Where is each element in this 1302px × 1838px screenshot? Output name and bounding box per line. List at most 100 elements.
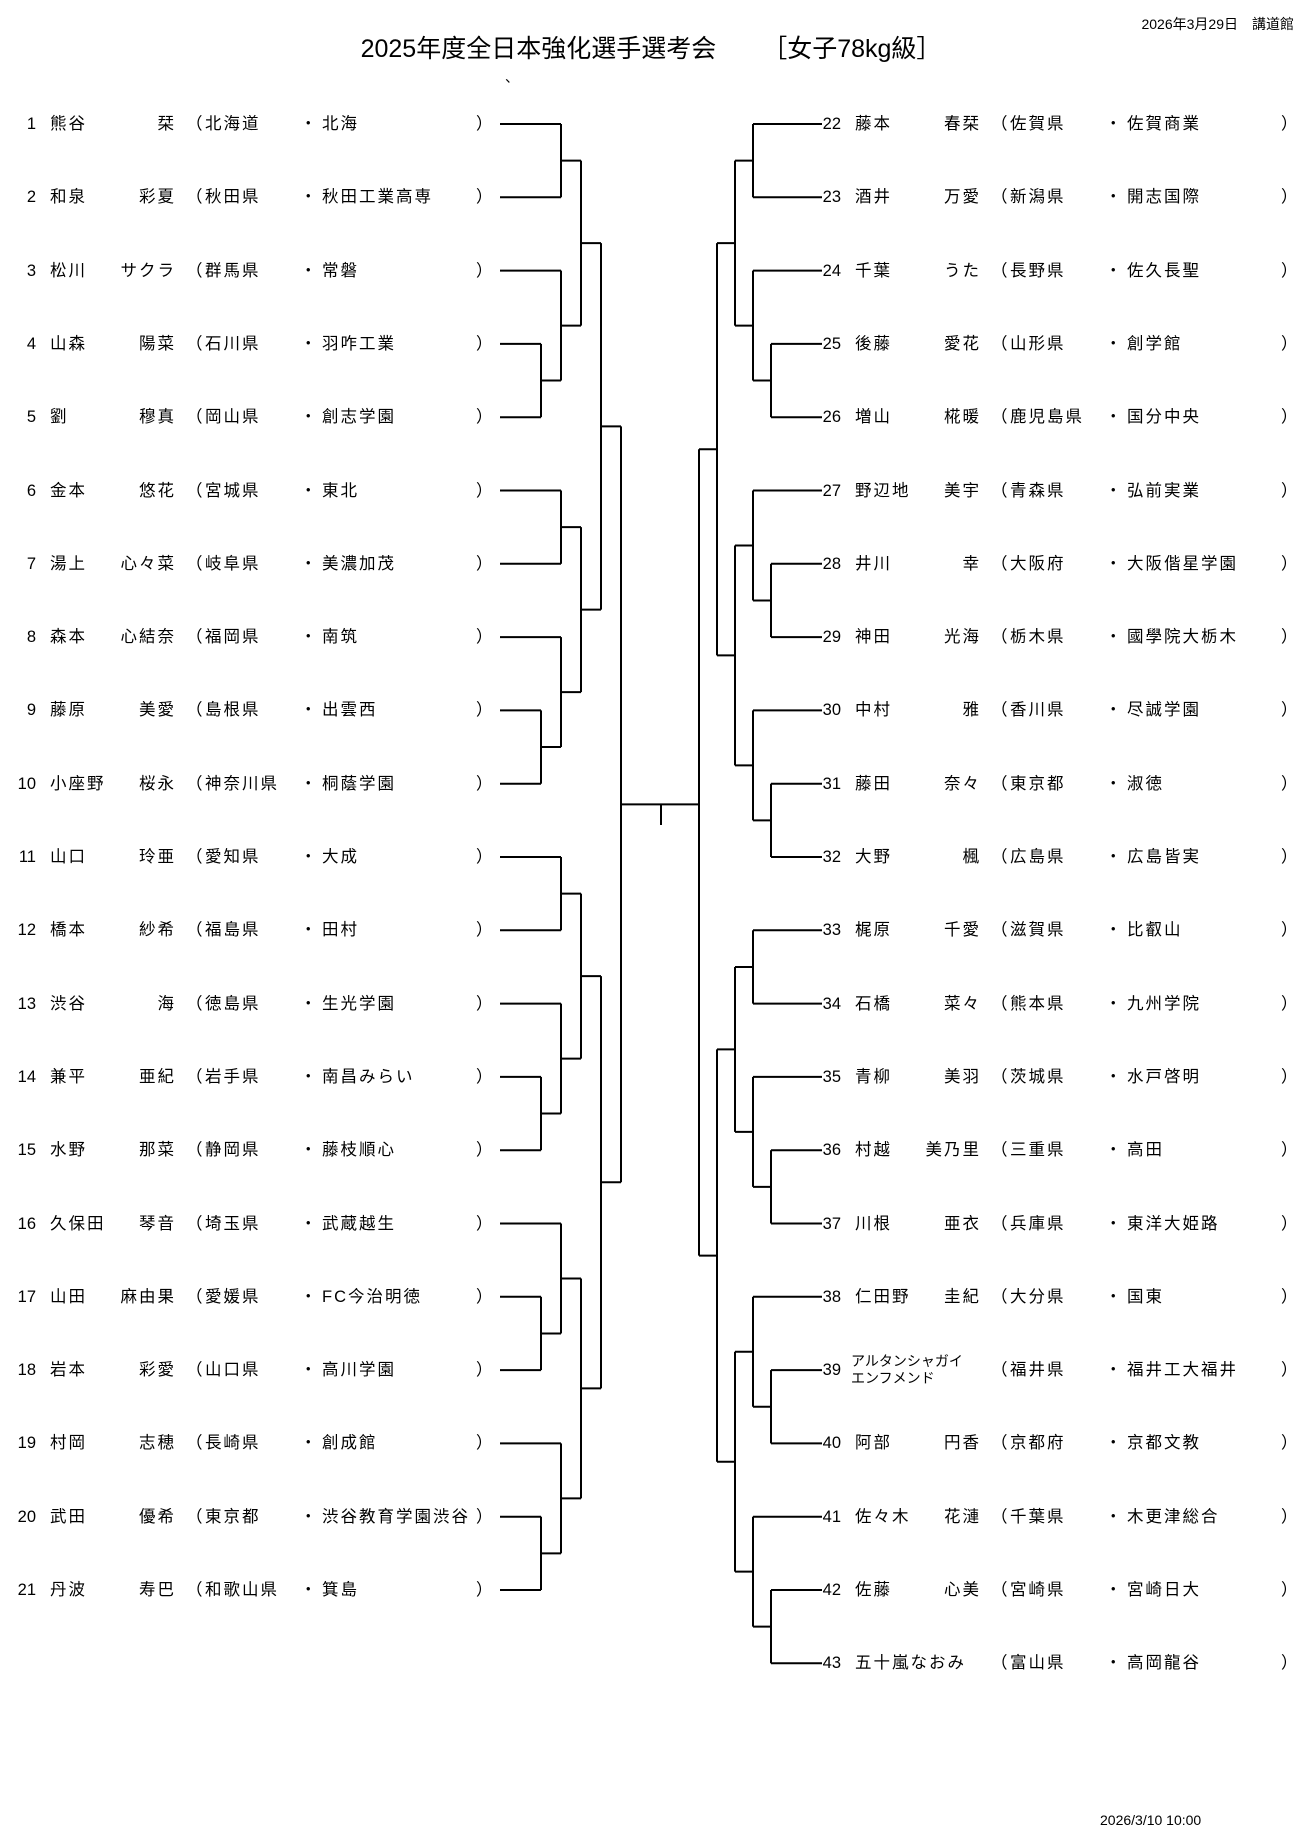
athlete-given-name: 悠花 (139, 481, 176, 500)
athlete-name-line: アルタンシャガイ (851, 1353, 963, 1370)
close-paren: ） (1281, 994, 1298, 1013)
athlete-given-name: 志穂 (139, 1434, 176, 1453)
open-paren: （ (991, 994, 1008, 1013)
separator-dot: ・ (300, 1067, 317, 1086)
separator-dot: ・ (300, 1581, 317, 1599)
athlete-surname: 仁田野 (855, 1287, 911, 1306)
athlete-given-name: 琴音 (139, 1214, 176, 1233)
athlete-surname: 石橋 (855, 994, 892, 1013)
close-paren: ） (1281, 701, 1298, 720)
separator-dot: ・ (300, 1361, 317, 1380)
stray-mark: 、 (505, 69, 519, 85)
prefecture: 神奈川県 (205, 774, 279, 793)
school: 佐久長聖 (1127, 261, 1201, 280)
school: 東洋大姫路 (1127, 1214, 1220, 1233)
separator-dot: ・ (1105, 774, 1122, 793)
entry-number: 34 (822, 994, 841, 1013)
open-paren: （ (991, 774, 1008, 793)
entry-number: 2 (26, 188, 36, 207)
athlete-surname: 森本 (50, 628, 87, 647)
separator-dot: ・ (300, 1141, 317, 1160)
entry-number: 41 (822, 1507, 841, 1526)
separator-dot: ・ (1105, 408, 1122, 427)
athlete-surname: 佐藤 (855, 1581, 892, 1599)
close-paren: ） (476, 1434, 493, 1453)
athlete-surname: 中村 (855, 701, 892, 720)
close-paren: ） (1281, 115, 1298, 133)
open-paren: （ (186, 1214, 203, 1233)
school: 宮崎日大 (1127, 1581, 1201, 1599)
school: 木更津総合 (1127, 1507, 1220, 1526)
close-paren: ） (476, 774, 493, 793)
open-paren: （ (991, 554, 1008, 573)
school: 渋谷教育学園渋谷 (322, 1507, 470, 1526)
prefecture: 静岡県 (205, 1141, 261, 1160)
open-paren: （ (991, 1287, 1008, 1306)
prefecture: 香川県 (1010, 701, 1066, 720)
separator-dot: ・ (1105, 1067, 1122, 1086)
separator-dot: ・ (1105, 1141, 1122, 1160)
prefecture: 兵庫県 (1010, 1214, 1066, 1233)
entry-number: 9 (26, 701, 36, 720)
separator-dot: ・ (300, 628, 317, 647)
prefecture: 新潟県 (1010, 188, 1066, 207)
school: 弘前実業 (1127, 481, 1201, 500)
athlete-given-name: 海 (157, 994, 176, 1013)
open-paren: （ (991, 701, 1008, 720)
prefecture: 鹿児島県 (1010, 408, 1084, 427)
prefecture: 愛知県 (205, 848, 261, 866)
school: 羽咋工業 (322, 334, 396, 353)
separator-dot: ・ (1105, 188, 1122, 207)
athlete-given-name: 菜々 (944, 994, 981, 1013)
close-paren: ） (476, 334, 493, 353)
entry-number: 31 (822, 774, 841, 793)
entry-number: 36 (822, 1141, 841, 1160)
prefecture: 島根県 (205, 701, 261, 720)
entry-number: 10 (17, 774, 36, 793)
athlete-surname: 井川 (855, 554, 892, 573)
separator-dot: ・ (300, 1434, 317, 1453)
open-paren: （ (991, 1434, 1008, 1453)
school: 藤枝順心 (322, 1141, 396, 1160)
athlete-surname: 梶原 (855, 921, 892, 940)
athlete-given-name: うた (944, 261, 981, 280)
open-paren: （ (991, 408, 1008, 427)
athlete-given-name: 彩愛 (139, 1361, 176, 1380)
close-paren: ） (476, 1361, 493, 1380)
entry-number: 30 (822, 701, 841, 720)
separator-dot: ・ (1105, 261, 1122, 280)
school: 美濃加茂 (322, 554, 396, 573)
school: 秋田工業高専 (322, 188, 433, 207)
prefecture: 大分県 (1010, 1287, 1066, 1306)
close-paren: ） (1281, 1507, 1298, 1526)
close-paren: ） (476, 554, 493, 573)
open-paren: （ (186, 1067, 203, 1086)
school: 開志国際 (1127, 188, 1201, 207)
school: 生光学園 (322, 994, 396, 1013)
school: 南筑 (322, 628, 359, 647)
school: 桐蔭学園 (322, 774, 396, 793)
separator-dot: ・ (300, 921, 317, 940)
print-timestamp: 2026/3/10 10:00 (1100, 1812, 1202, 1828)
athlete-surname: 渋谷 (50, 994, 87, 1013)
athlete-surname: 後藤 (855, 334, 892, 353)
athlete-given-name: 亜紀 (139, 1067, 176, 1086)
close-paren: ） (476, 188, 493, 207)
athlete-surname: 和泉 (50, 188, 87, 207)
entry-number: 25 (822, 334, 841, 353)
close-paren: ） (476, 994, 493, 1013)
separator-dot: ・ (300, 554, 317, 573)
close-paren: ） (476, 848, 493, 866)
close-paren: ） (1281, 628, 1298, 647)
prefecture: 東京都 (205, 1507, 261, 1526)
school: 箕島 (322, 1581, 359, 1599)
